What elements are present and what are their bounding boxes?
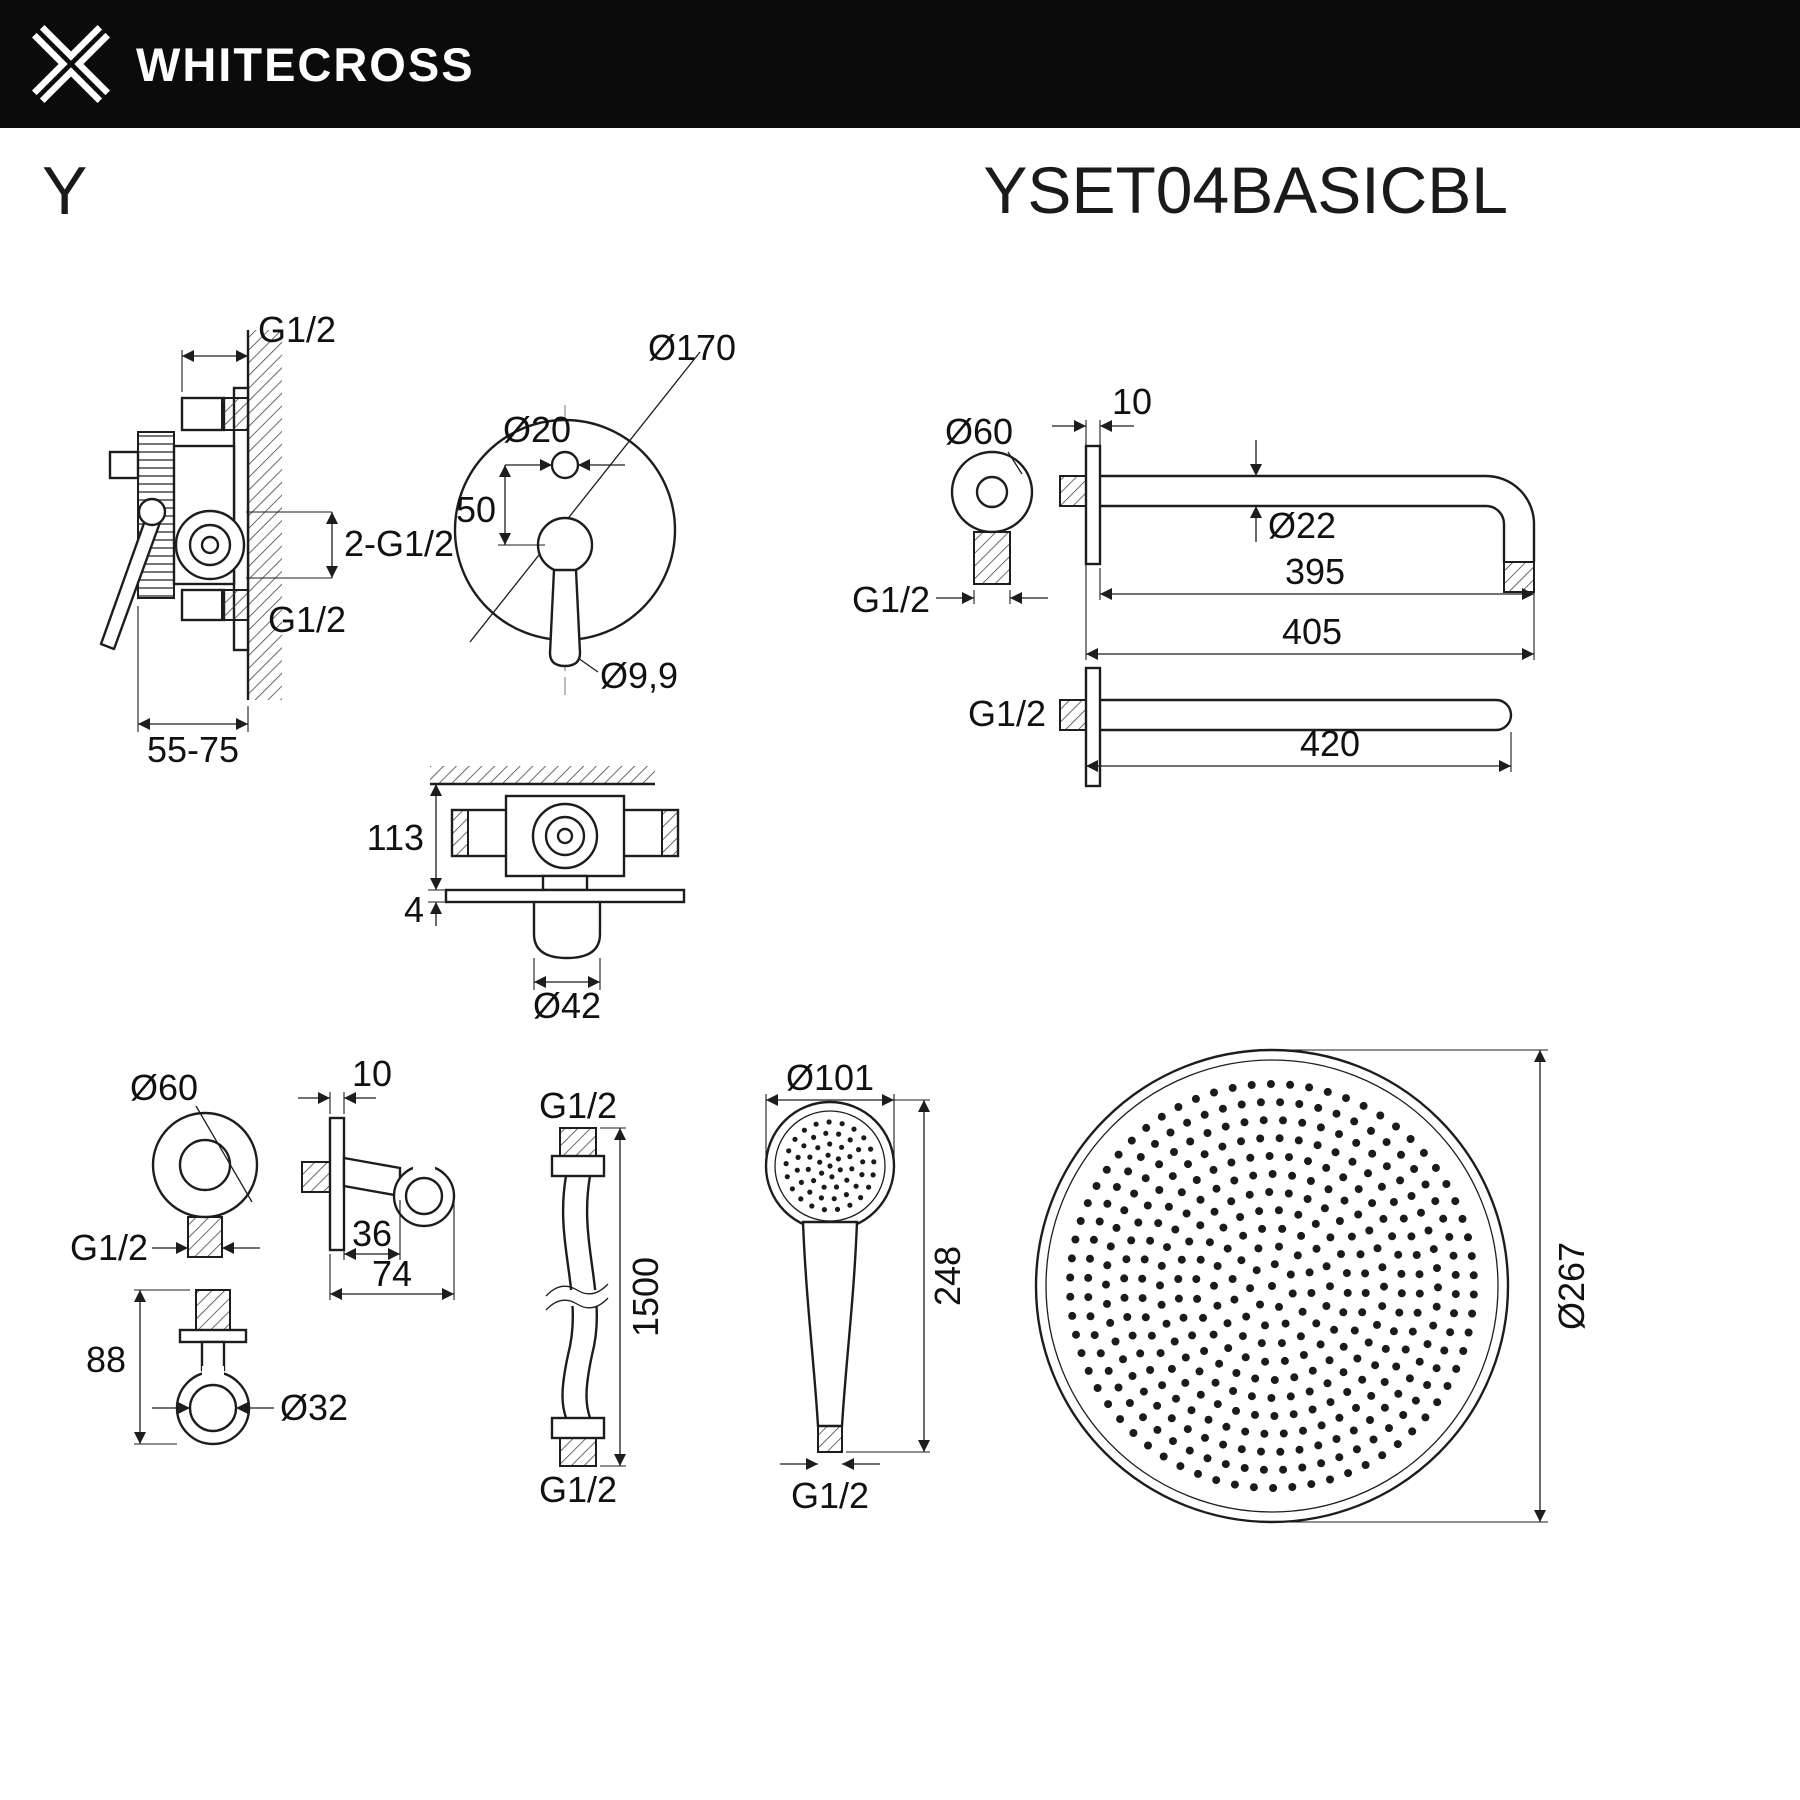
dim-arm-length-inner: 395 [1285, 551, 1345, 592]
brand-name: WHITECROSS [136, 37, 475, 91]
model-code: YSET04BASICBL [983, 153, 1508, 227]
dim-hose-length: 1500 [625, 1257, 666, 1337]
trim-lever [548, 568, 582, 668]
dim-hose-thread-top: G1/2 [539, 1085, 617, 1126]
dim-rough-in-height: 113 [367, 817, 424, 858]
dim-mixer-thread-mid: 2-G1/2 [344, 523, 454, 564]
dim-trim-diameter: Ø42 [533, 985, 601, 1026]
head-shower-view: Ø267 [1034, 1048, 1592, 1524]
dim-hole-offset: 50 [456, 489, 496, 530]
dim-bracket-plate-thickness: 10 [352, 1053, 392, 1094]
dim-arm-thread: G1/2 [968, 693, 1046, 734]
dim-elbow-thread: G1/2 [852, 579, 930, 620]
series-title: Y [42, 153, 88, 229]
dim-outlet-thread: G1/2 [70, 1227, 148, 1268]
dim-mixer-thread-top: G1/2 [258, 309, 336, 350]
hand-shower-nozzles [783, 1119, 877, 1213]
hose-view: G1/2 G1/2 1500 [539, 1085, 666, 1510]
dim-hand-shower-thread: G1/2 [791, 1475, 869, 1516]
header-bar: WHITECROSS [0, 0, 1800, 128]
dim-hole-diameter: Ø20 [503, 409, 571, 450]
dim-bracket-depth: 74 [372, 1253, 412, 1294]
mixer-side-view: G1/2 2-G1/2 G1/2 55-75 [99, 309, 454, 770]
dim-mixer-depth-range: 55-75 [147, 729, 239, 770]
dim-hand-shower-length: 248 [927, 1246, 968, 1306]
dim-arm-length-outer: 405 [1282, 611, 1342, 652]
dim-plate-diameter: Ø170 [648, 327, 736, 368]
dim-head-shower-diameter: Ø267 [1551, 1242, 1592, 1330]
dim-plate-thickness: 4 [404, 889, 424, 930]
dim-outlet-height: 88 [86, 1339, 126, 1380]
dim-tube-diameter: Ø22 [1268, 505, 1336, 546]
hand-shower-view: Ø101 248 G1/2 [764, 1057, 968, 1516]
dim-hose-thread-bottom: G1/2 [539, 1469, 617, 1510]
hand-shower-handle [801, 1220, 859, 1428]
whitecross-logo-icon [32, 25, 110, 103]
dim-bracket-offset: 36 [352, 1213, 392, 1254]
dim-elbow-diameter: Ø60 [945, 411, 1013, 452]
wall-outlet-views: Ø60 G1/2 88 Ø32 10 36 [70, 1053, 456, 1446]
dim-arm-length-total: 420 [1300, 723, 1360, 764]
dim-flange-thickness: 10 [1112, 381, 1152, 422]
dim-hand-shower-diameter: Ø101 [786, 1057, 874, 1098]
dim-holder-diameter: Ø32 [280, 1387, 348, 1428]
dim-mixer-thread-bottom: G1/2 [268, 599, 346, 640]
mixer-top-view: 113 4 Ø42 [367, 766, 686, 1026]
mixer-front-view: Ø170 Ø20 50 Ø9,9 [453, 327, 736, 696]
head-shower-nozzles [1066, 1080, 1478, 1492]
dim-outlet-diameter: Ø60 [130, 1067, 198, 1108]
shower-arm-views: Ø60 G1/2 10 Ø22 395 405 G1/2 [852, 381, 1536, 788]
dim-pin-diameter: Ø9,9 [600, 655, 678, 696]
